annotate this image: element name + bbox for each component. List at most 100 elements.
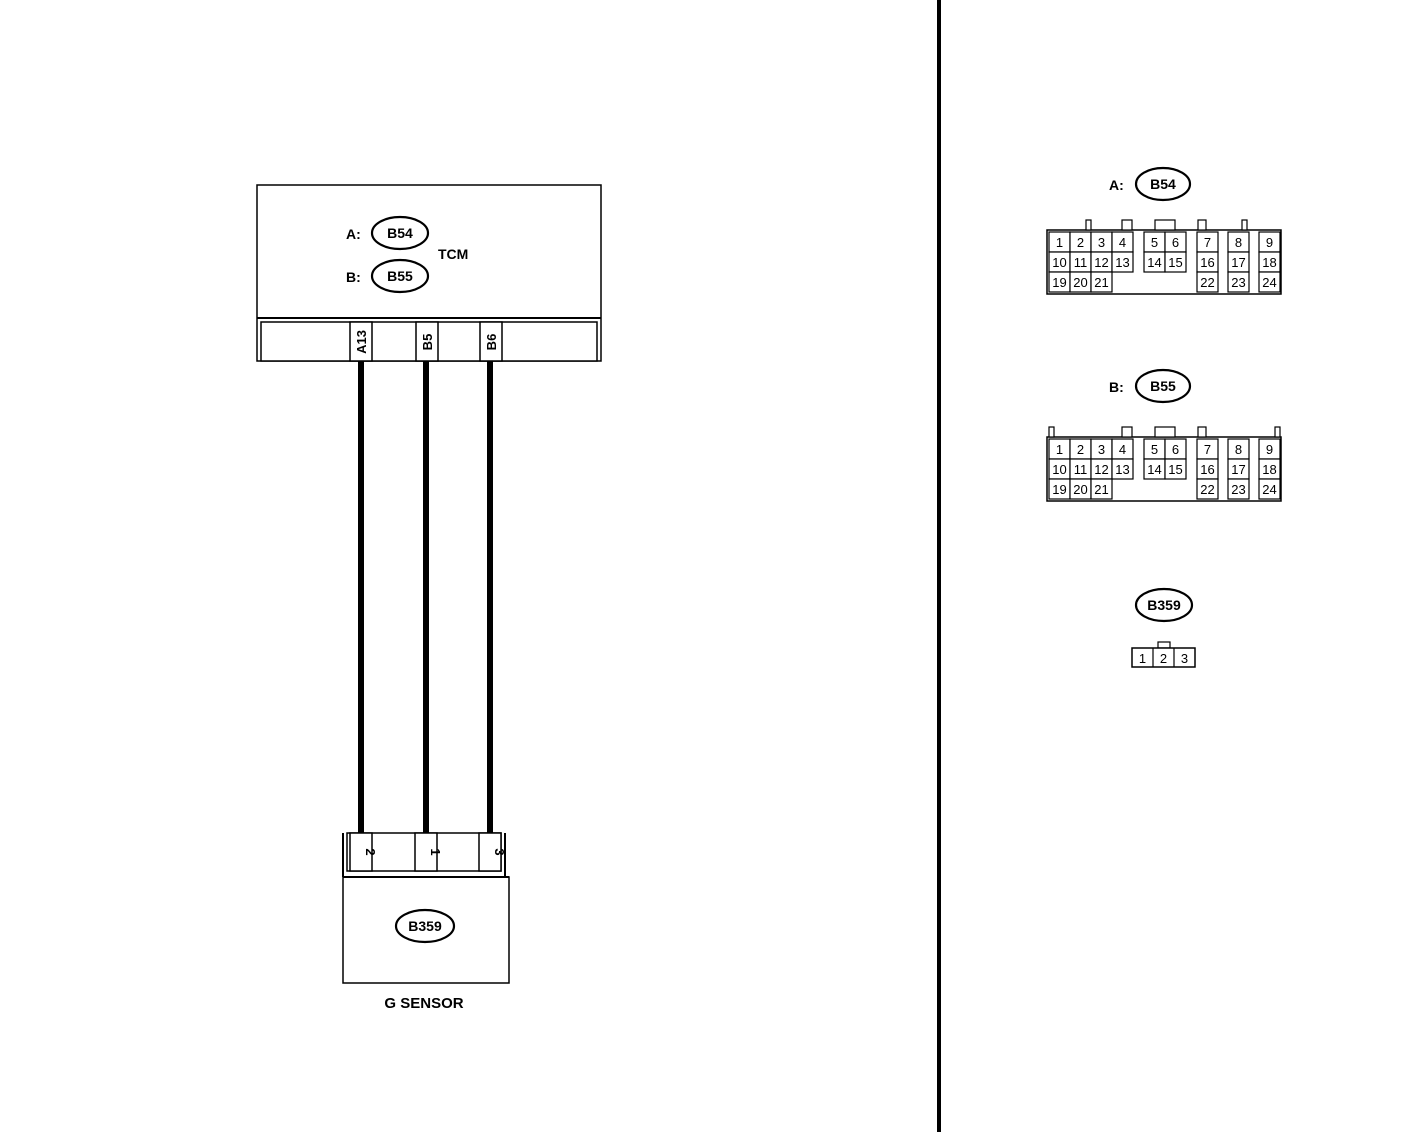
connector-latch: [1085, 219, 1092, 231]
sensor-label: G SENSOR: [384, 995, 463, 1012]
pin-number: 11: [1074, 255, 1088, 270]
pin-number: 3: [1098, 235, 1105, 250]
pin-number: 19: [1052, 275, 1066, 290]
tcm-conn-b-badge: [370, 258, 430, 294]
pin-cell: [1258, 271, 1281, 293]
conn-sensor-pin: 3: [1181, 651, 1188, 666]
sensor-pin-label: 3: [492, 848, 507, 855]
tcm-conn-a-badge: [370, 215, 430, 251]
connector-latch: [1048, 426, 1055, 438]
conn-sensor-pin: 1: [1139, 651, 1146, 666]
pin-number: 6: [1172, 442, 1179, 457]
pin-number: 3: [1098, 442, 1105, 457]
pin-number: 12: [1094, 255, 1108, 270]
pin-cell: [1111, 458, 1134, 480]
pin-number: 4: [1119, 235, 1126, 250]
pin-number: 11: [1074, 462, 1088, 477]
sensor-pin-cell: [414, 832, 438, 872]
pin-number: 9: [1266, 442, 1273, 457]
pin-number: 7: [1204, 442, 1211, 457]
conn-sensor-code: B359: [1147, 597, 1181, 613]
pin-number: 6: [1172, 235, 1179, 250]
pin-number: 2: [1077, 442, 1084, 457]
pin-number: 14: [1147, 255, 1161, 270]
tcm-conn-a-prefix: A:: [346, 226, 361, 242]
sensor-pin-cell: [478, 832, 502, 872]
wire-harness: [358, 361, 493, 833]
sensor-conn-code: B359: [408, 918, 442, 934]
pin-number: 5: [1151, 442, 1158, 457]
pin-number: 9: [1266, 235, 1273, 250]
pin-number: 7: [1204, 235, 1211, 250]
pin-number: 1: [1056, 235, 1063, 250]
pin-number: 4: [1119, 442, 1126, 457]
pin-number: 15: [1168, 255, 1182, 270]
pin-cell: [1196, 271, 1219, 293]
conn-sensor-badge: [1134, 587, 1194, 623]
pin-cell: [1227, 478, 1250, 500]
g-sensor-unit: 2 1 3 B359 G SENSOR: [342, 832, 510, 1012]
pin-number: 14: [1147, 462, 1161, 477]
pin-number: 23: [1231, 275, 1245, 290]
tcm-label: TCM: [438, 246, 468, 262]
pin-number: 8: [1235, 235, 1242, 250]
pin-number: 17: [1231, 255, 1245, 270]
pin-number: 1: [1056, 442, 1063, 457]
pin-number: 16: [1200, 462, 1214, 477]
tcm-pin-label: B5: [420, 334, 435, 351]
pin-number: 19: [1052, 482, 1066, 497]
pin-number: 21: [1094, 275, 1108, 290]
conn-a-code: B54: [1150, 176, 1176, 192]
connector-latch: [1197, 219, 1207, 231]
connector-latch: [1154, 219, 1176, 231]
connector-latch: [1121, 219, 1133, 231]
conn-a-prefix: A:: [1109, 177, 1124, 193]
pin-number: 10: [1052, 255, 1066, 270]
pin-number: 18: [1262, 255, 1276, 270]
connector-view-sensor: B359 1 2 3: [1131, 587, 1196, 668]
tcm-pin-label: A13: [354, 330, 369, 354]
pin-number: 23: [1231, 482, 1245, 497]
pin-number: 22: [1200, 275, 1214, 290]
sensor-pin-label: 2: [363, 848, 378, 855]
pin-number: 15: [1168, 462, 1182, 477]
pin-cell: [1090, 478, 1113, 500]
connector-latch: [1274, 426, 1281, 438]
pin-number: 8: [1235, 442, 1242, 457]
pin-cell: [1090, 271, 1113, 293]
tcm-conn-b-code: B55: [387, 268, 413, 284]
pin-number: 5: [1151, 235, 1158, 250]
pin-cell: [1227, 271, 1250, 293]
pin-number: 18: [1262, 462, 1276, 477]
sensor-conn-badge: [394, 908, 456, 944]
pin-number: 24: [1262, 275, 1276, 290]
sensor-pin-label: 1: [428, 848, 443, 855]
pin-number: 20: [1073, 275, 1087, 290]
pin-cell: [1111, 251, 1134, 273]
pin-number: 13: [1115, 255, 1129, 270]
tcm-pin-label: B6: [484, 334, 499, 351]
pin-number: 13: [1115, 462, 1129, 477]
connector-latch: [1241, 219, 1248, 231]
pin-number: 16: [1200, 255, 1214, 270]
pin-cell: [1196, 478, 1219, 500]
conn-a-badge: [1134, 166, 1192, 202]
pin-number: 21: [1094, 482, 1108, 497]
pin-cell: [1164, 251, 1187, 273]
pin-number: 2: [1077, 235, 1084, 250]
pin-number: 22: [1200, 482, 1214, 497]
pin-cell: [1164, 458, 1187, 480]
sensor-pin-cell: [349, 832, 373, 872]
tcm-conn-a-code: B54: [387, 225, 413, 241]
conn-b-prefix: B:: [1109, 379, 1124, 395]
connector-latch: [1154, 426, 1176, 438]
pin-number: 12: [1094, 462, 1108, 477]
connector-latch: [1121, 426, 1133, 438]
pin-number: 10: [1052, 462, 1066, 477]
conn-sensor-pin: 2: [1160, 651, 1167, 666]
